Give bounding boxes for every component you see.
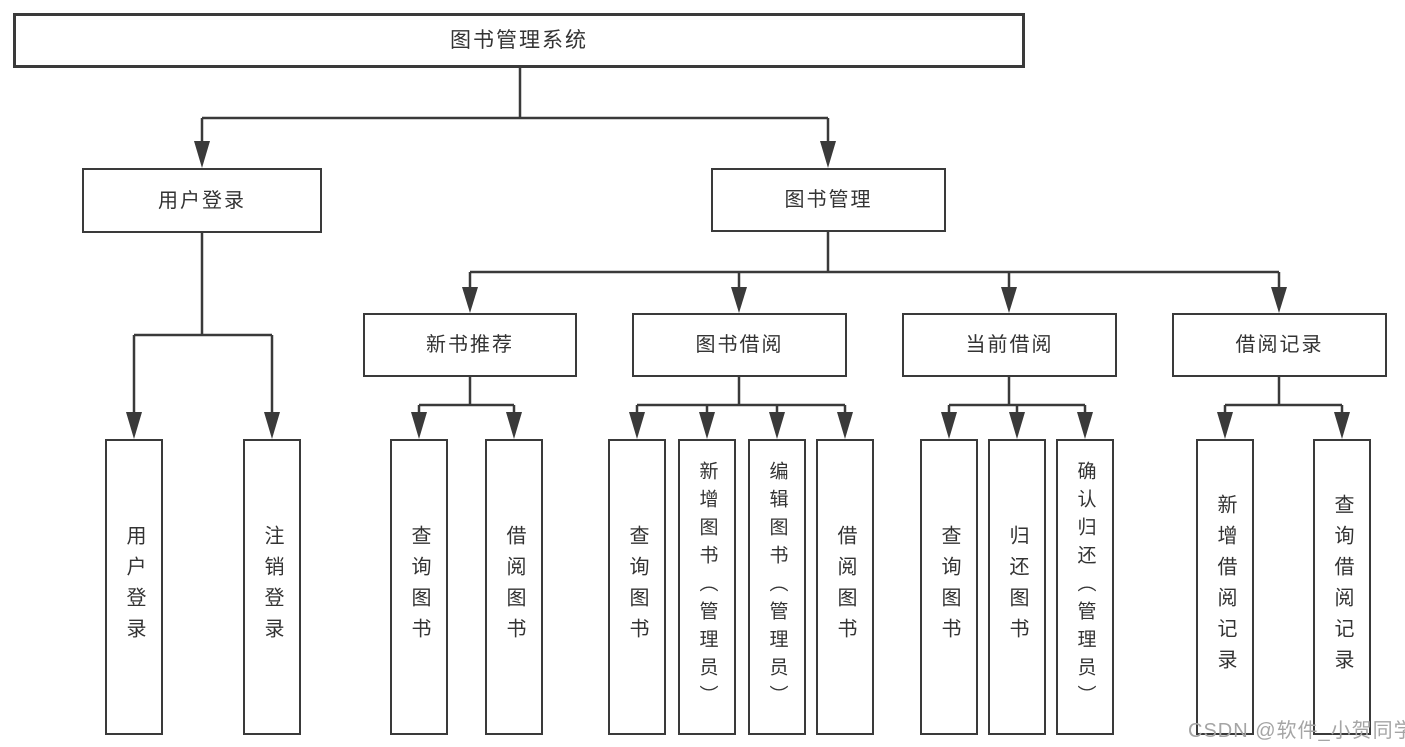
leaf-add-books-admin-label: 新增图书（管理员）: [696, 461, 718, 713]
arrowhead-icon: [629, 412, 645, 439]
leaf-query-books-recommend-label: 查询图书: [408, 525, 430, 649]
leaf-query-books-recommend: 查询图书: [390, 439, 448, 735]
leaf-query-borrow-record: 查询借阅记录: [1313, 439, 1371, 735]
leaf-return-books-label: 归还图书: [1006, 525, 1028, 649]
arrowhead-icon: [194, 141, 210, 168]
leaf-logout-label: 注销登录: [261, 525, 283, 649]
leaf-logout: 注销登录: [243, 439, 301, 735]
node-root: 图书管理系统: [13, 13, 1025, 68]
node-user-login-label: 用户登录: [158, 189, 246, 212]
arrowhead-icon: [1217, 412, 1233, 439]
leaf-borrow-books-recommend-label: 借阅图书: [503, 525, 525, 649]
connector-book-borrow-to-leaves: [635, 377, 847, 413]
node-borrow-records-label: 借阅记录: [1235, 334, 1324, 356]
leaf-query-books-current-label: 查询图书: [938, 525, 960, 649]
arrowhead-icon: [820, 141, 836, 168]
arrowhead-icon: [1001, 287, 1017, 313]
leaf-edit-books-admin: 编辑图书（管理员）: [748, 439, 806, 735]
node-new-book-recommend-label: 新书推荐: [426, 334, 514, 356]
connector-root-to-level1: [200, 68, 830, 142]
arrowhead-icon: [462, 287, 478, 313]
leaf-query-books-borrow: 查询图书: [608, 439, 666, 735]
watermark: CSDN @软件_小贺同学: [1188, 720, 1405, 742]
node-current-borrow: 当前借阅: [902, 313, 1117, 377]
arrowhead-icon: [1271, 287, 1287, 313]
leaf-add-borrow-record: 新增借阅记录: [1196, 439, 1254, 735]
connector-current-borrow-to-leaves: [947, 377, 1087, 413]
arrowhead-icon: [837, 412, 853, 439]
node-book-management: 图书管理: [711, 168, 946, 232]
arrowhead-icon: [506, 412, 522, 439]
node-book-management-label: 图书管理: [784, 189, 873, 211]
arrowhead-icon: [1009, 412, 1025, 439]
leaf-borrow-books: 借阅图书: [816, 439, 874, 735]
node-book-borrow-label: 图书借阅: [695, 334, 784, 356]
arrowhead-icon: [1077, 412, 1093, 439]
leaf-query-borrow-record-label: 查询借阅记录: [1331, 494, 1353, 680]
node-root-label: 图书管理系统: [450, 29, 588, 52]
leaf-user-login-label: 用户登录: [123, 525, 145, 649]
arrowhead-icon: [699, 412, 715, 439]
arrowhead-icon: [941, 412, 957, 439]
arrowhead-icon: [1334, 412, 1350, 439]
leaf-return-books: 归还图书: [988, 439, 1046, 735]
leaf-add-borrow-record-label: 新增借阅记录: [1214, 494, 1236, 680]
connector-borrow-records-to-leaves: [1223, 377, 1344, 413]
leaf-query-books-current: 查询图书: [920, 439, 978, 735]
arrowhead-icon: [126, 412, 142, 439]
connector-user-login-to-leaves: [132, 233, 274, 413]
arrowhead-icon: [411, 412, 427, 439]
node-borrow-records: 借阅记录: [1172, 313, 1387, 377]
leaf-query-books-borrow-label: 查询图书: [626, 525, 648, 649]
leaf-edit-books-admin-label: 编辑图书（管理员）: [766, 461, 788, 713]
leaf-user-login: 用户登录: [105, 439, 163, 735]
connector-book-mgmt-to-level2: [468, 232, 1281, 288]
leaf-add-books-admin: 新增图书（管理员）: [678, 439, 736, 735]
node-book-borrow: 图书借阅: [632, 313, 847, 377]
node-current-borrow-label: 当前借阅: [965, 334, 1054, 356]
arrowhead-icon: [264, 412, 280, 439]
leaf-confirm-return-admin: 确认归还（管理员）: [1056, 439, 1114, 735]
leaf-borrow-books-label: 借阅图书: [834, 525, 856, 649]
leaf-confirm-return-admin-label: 确认归还（管理员）: [1074, 461, 1096, 713]
arrowhead-icon: [731, 287, 747, 313]
leaf-borrow-books-recommend: 借阅图书: [485, 439, 543, 735]
node-user-login: 用户登录: [82, 168, 322, 233]
connector-new-book-to-leaves: [417, 377, 516, 413]
arrowhead-icon: [769, 412, 785, 439]
node-new-book-recommend: 新书推荐: [363, 313, 577, 377]
